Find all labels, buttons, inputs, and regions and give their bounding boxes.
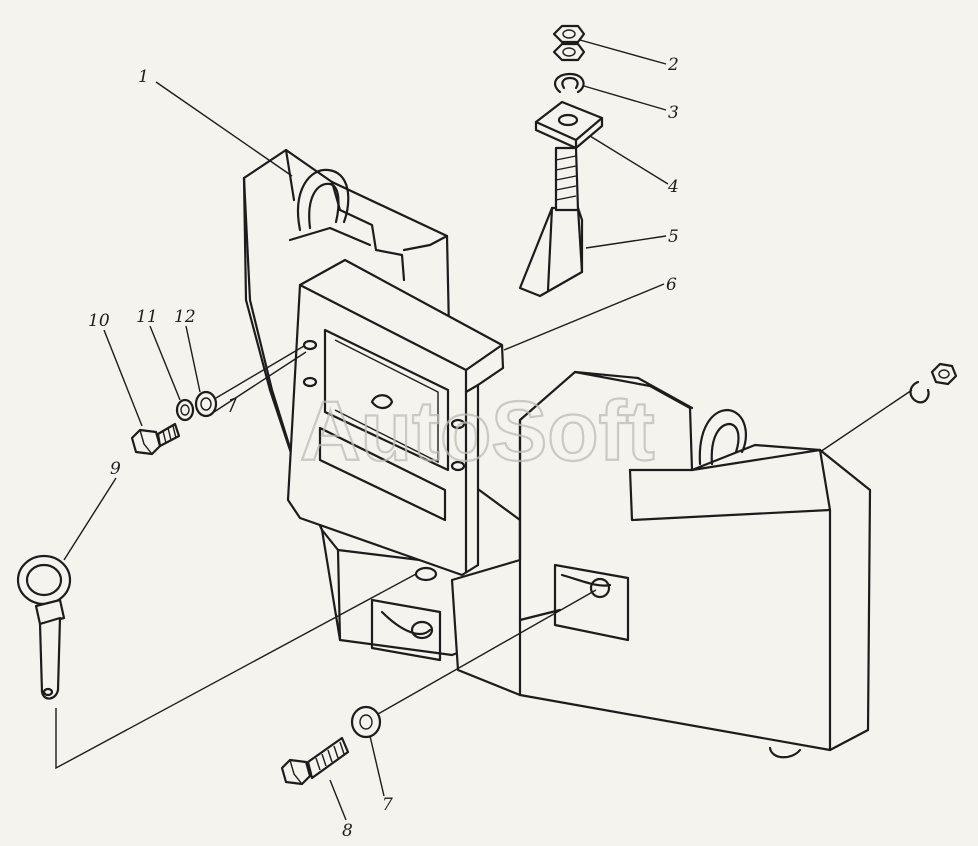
side-nut-washer	[909, 362, 958, 404]
callout-12: 12	[174, 307, 196, 327]
nuts	[552, 24, 586, 62]
callout-4: 4	[667, 177, 679, 197]
pin-with-ring	[16, 554, 72, 700]
lifting-eye-right	[698, 408, 747, 466]
wedge-bolt	[518, 146, 584, 298]
callout-3: 3	[668, 103, 679, 123]
assembly-lines	[55, 345, 913, 770]
callout-11: 11	[136, 307, 158, 327]
square-washer	[534, 100, 604, 150]
callout-8: 8	[342, 821, 353, 841]
callout-9: 9	[110, 459, 121, 479]
watermark-text: AutoSoft	[300, 384, 655, 478]
callout-7: 7	[382, 795, 393, 815]
callout-2: 2	[667, 55, 679, 75]
lifting-eye-left	[297, 168, 350, 232]
callout-5: 5	[668, 227, 679, 247]
callout-6: 6	[666, 275, 677, 295]
spring-washer	[553, 72, 585, 94]
washer-bottom	[350, 705, 382, 739]
callout-leaders	[63, 39, 669, 821]
callout-1: 1	[138, 67, 149, 87]
callout-10: 10	[88, 311, 110, 331]
bolt-washer-left	[130, 390, 218, 456]
bolt-bottom	[280, 736, 350, 786]
front-plate	[286, 258, 505, 577]
